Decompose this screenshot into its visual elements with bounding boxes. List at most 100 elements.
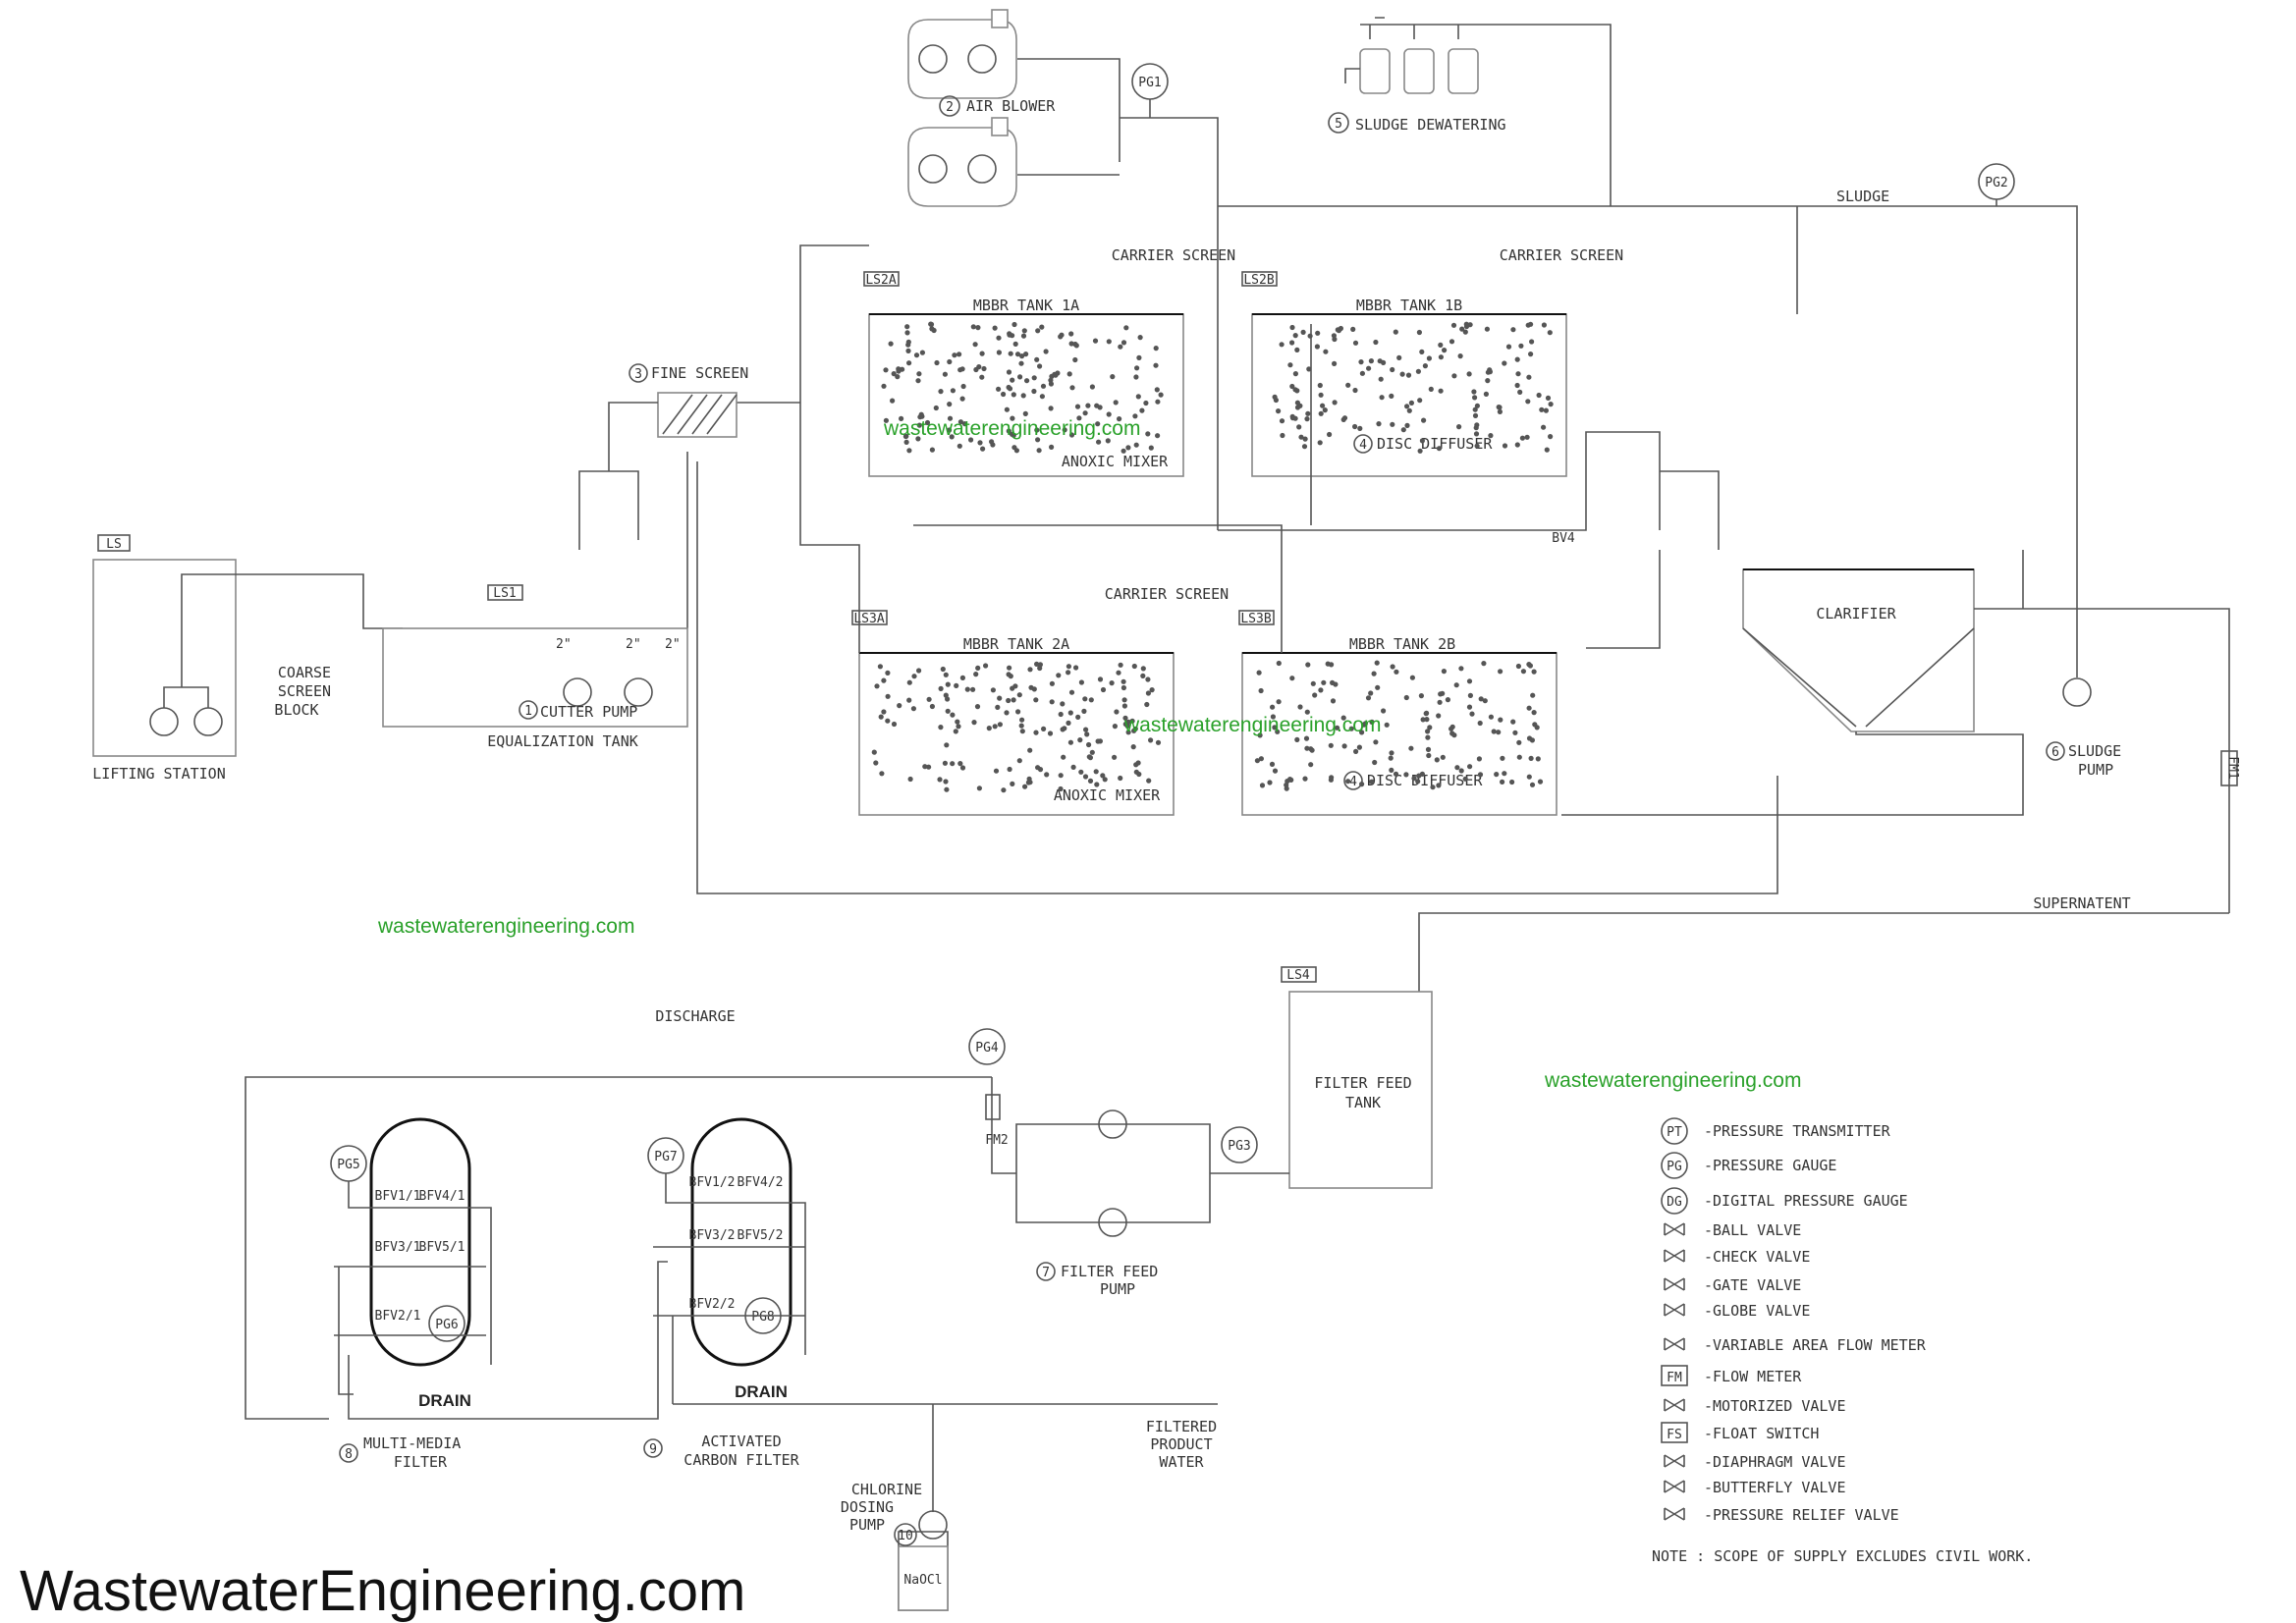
media-carrier-dot [1014,352,1021,357]
media-carrier-dot [1541,322,1547,328]
media-carrier-dot [1133,374,1139,380]
media-carrier-dot [883,367,889,373]
media-carrier-dot [1019,717,1025,723]
media-carrier-dot [1500,755,1505,761]
media-carrier-dot [1066,720,1071,727]
media-carrier-dot [1502,360,1507,366]
media-carrier-dot [1087,755,1093,761]
chlorine-label-3: PUMP [849,1516,885,1534]
media-carrier-dot [1013,448,1019,454]
media-carrier-dot [1389,750,1394,756]
media-carrier-dot [1376,421,1382,427]
media-carrier-dot [1068,331,1074,337]
media-carrier-dot [1044,772,1050,778]
media-carrier-dot [1006,369,1012,375]
media-carrier-dot [1085,403,1091,408]
media-carrier-dot [1352,423,1358,430]
media-carrier-dot [1081,708,1087,715]
media-carrier-dot [1312,692,1318,698]
media-carrier-dot [1289,383,1295,390]
media-carrier-dot [1073,343,1079,349]
media-carrier-dot [1294,405,1301,410]
media-carrier-dot [883,417,890,423]
media-carrier-dot [1007,766,1012,773]
media-carrier-dot [1524,434,1530,440]
media-carrier-dot [1322,407,1328,413]
media-carrier-dot [1457,353,1463,359]
media-carrier-dot [1257,732,1263,738]
media-carrier-dot [1403,694,1409,701]
legend-item-label: -BUTTERFLY VALVE [1704,1479,1846,1496]
media-carrier-dot [1466,678,1473,684]
sludge-label: SLUDGE [1836,188,1889,205]
media-carrier-dot [1096,439,1102,445]
media-carrier-dot [942,760,949,766]
media-carrier-dot [996,350,1003,355]
media-carrier-dot [1330,679,1336,686]
media-carrier-dot [1004,406,1010,412]
media-carrier-dot [943,672,949,677]
media-carrier-dot [1148,737,1154,743]
media-carrier-dot [942,371,949,377]
media-carrier-dot [1539,406,1545,412]
media-carrier-dot [896,366,902,372]
media-carrier-dot [1097,676,1104,682]
media-carrier-dot [976,785,983,791]
media-carrier-dot [1131,663,1137,670]
media-carrier-dot [944,742,950,748]
media-carrier-dot [1060,727,1066,732]
media-carrier-dot [986,726,992,731]
bfv5-1-label: BFV5/1 [419,1240,465,1255]
media-carrier-dot [1008,351,1013,356]
media-carrier-dot [1544,447,1550,453]
media-carrier-dot [922,764,928,770]
media-carrier-dot [1425,734,1431,740]
media-carrier-dot [1158,392,1164,398]
media-carrier-dot [1368,690,1374,696]
media-carrier-dot [1476,756,1482,762]
media-carrier-dot [1086,741,1092,748]
media-carrier-dot [1472,412,1479,418]
media-carrier-dot [1350,326,1356,332]
media-carrier-dot [1357,425,1363,431]
media-carrier-dot [1445,697,1450,703]
media-carrier-dot [1353,748,1359,755]
media-carrier-dot [1121,340,1127,346]
media-carrier-dot [945,708,951,714]
media-carrier-dot [981,365,987,372]
media-carrier-dot [945,696,951,702]
media-carrier-dot [1478,696,1484,702]
media-carrier-dot [1292,371,1298,377]
media-carrier-dot [1472,406,1478,412]
media-carriers-2b [1254,660,1544,791]
media-carrier-dot [1449,339,1455,345]
media-carrier-dot [1400,427,1406,433]
media-carrier-dot [1025,780,1031,785]
clarifier-label: CLARIFIER [1816,605,1896,622]
media-carrier-dot [1498,717,1503,723]
sludge-pump-icon [2062,677,2092,707]
media-carrier-dot [1330,698,1337,704]
legend-symbol: PT [1667,1125,1682,1140]
media-carrier-dot [1373,739,1379,745]
media-carrier-dot [1396,354,1402,360]
media-carrier-dot [968,437,974,443]
bfv4-2-label: BFV4/2 [738,1175,784,1190]
media-carrier-dot [1118,662,1123,668]
media-carrier-dot [1537,779,1544,784]
carrier-screen-1-label: CARRIER SCREEN [1112,246,1235,264]
legend-item-label: -PRESSURE GAUGE [1704,1157,1836,1174]
media-carrier-dot [1474,403,1480,408]
media-carrier-dot [1393,771,1399,777]
media-carrier-dot [1061,754,1066,760]
media-carrier-dot [915,378,921,384]
media-carrier-dot [943,779,949,784]
media-carrier-dot [1153,346,1159,352]
media-carrier-dot [1500,779,1505,785]
watermark-2: wastewaterengineering.com [1123,714,1381,736]
media-carrier-dot [890,398,896,404]
media-carrier-dot [1143,400,1149,406]
media-carrier-dot [1535,756,1541,762]
media-carrier-dot [1034,427,1040,433]
filtered-water-label-3: WATER [1159,1453,1204,1471]
